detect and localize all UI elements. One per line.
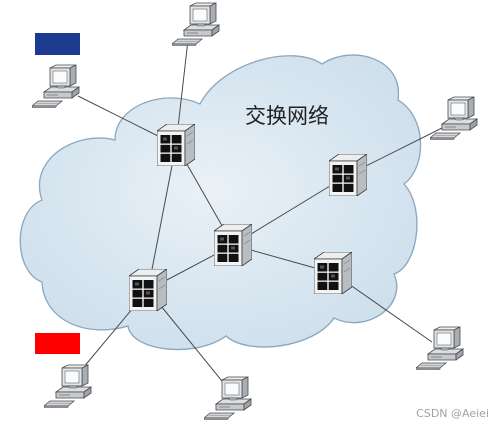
switch-icon [157, 124, 195, 166]
cloud-highlight [20, 55, 421, 350]
watermark: CSDN @Aeiei [416, 407, 489, 420]
computer-icon [430, 96, 478, 140]
switch-icon [329, 154, 367, 196]
computer-icon [32, 64, 80, 108]
network-label: 交换网络 [245, 104, 329, 128]
link-line [232, 174, 349, 246]
computer-icon [44, 364, 92, 408]
link-line [147, 144, 177, 291]
blue-marker [35, 33, 80, 55]
switch-icon [129, 269, 167, 311]
computer-icon [204, 376, 252, 420]
computer-icon [416, 326, 464, 370]
switch-icon [314, 252, 352, 294]
computer-icon [172, 2, 220, 46]
cloud-outline [19, 54, 422, 351]
red-marker [35, 333, 80, 354]
switch-icon [214, 224, 252, 266]
